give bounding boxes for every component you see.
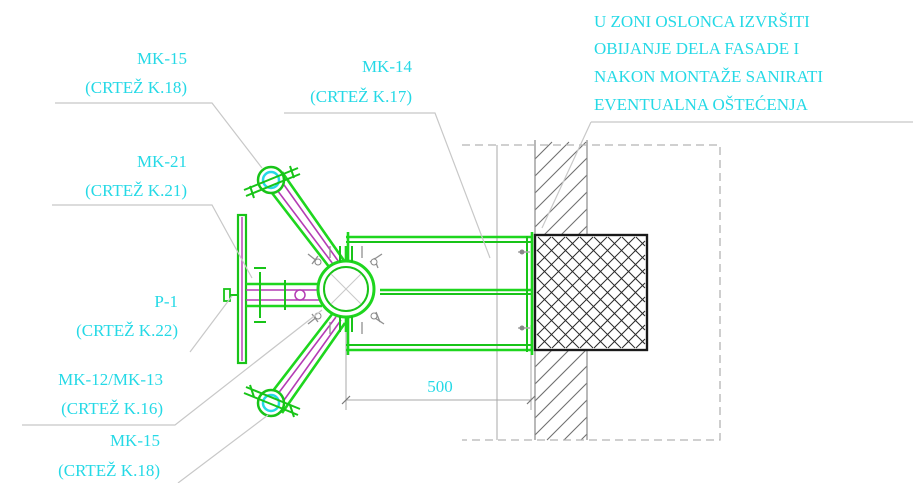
hatch-line — [536, 236, 608, 308]
hatch-line — [565, 236, 646, 317]
leader-lines — [22, 102, 913, 483]
hatch-line — [534, 141, 570, 177]
p1-leader — [189, 295, 233, 353]
p1-label: P-1 (CRTEŽ K.22) — [76, 292, 178, 340]
hatch-line — [534, 157, 588, 211]
mk14-ref: (CRTEŽ K.17) — [310, 87, 412, 106]
mk21-label: MK-21 (CRTEŽ K.21) — [85, 152, 187, 200]
hatch-line — [577, 225, 588, 236]
hatch-line — [534, 382, 588, 436]
mk12-name: MK-12/MK-13 — [58, 370, 163, 389]
mk15-top-strut — [243, 165, 347, 273]
hatch-line — [536, 333, 552, 349]
hatch-line — [593, 236, 646, 289]
mk15-top-name: MK-15 — [137, 49, 187, 68]
note-line-2: OBIJANJE DELA FASADE I — [594, 39, 799, 58]
hatch-line — [536, 236, 566, 266]
hatch-line — [621, 324, 646, 349]
mk21-name: MK-21 — [137, 152, 187, 171]
mk15-bottom-name: MK-15 — [110, 431, 160, 450]
hatch-line — [534, 349, 553, 368]
hatch-line — [536, 236, 636, 336]
hatch-line — [580, 433, 588, 441]
support-block — [533, 233, 649, 352]
p1-name: P-1 — [154, 292, 178, 311]
hatch-line — [534, 365, 588, 419]
mk15-top-leader — [55, 102, 263, 169]
hatch-line — [607, 236, 646, 275]
hatch-line — [579, 282, 646, 349]
hatch-line — [593, 296, 646, 349]
hatch-line — [534, 349, 587, 402]
hatch-line — [563, 416, 588, 441]
hatch-line — [536, 291, 594, 349]
central-joint — [307, 246, 385, 334]
hatch-line — [534, 174, 588, 228]
hatch-line — [635, 338, 646, 349]
hatch-line — [534, 141, 553, 160]
hatch-line — [536, 236, 580, 280]
mk15-bottom-label: MK-15 (CRTEŽ K.18) — [58, 431, 160, 480]
hatch-line — [536, 236, 622, 322]
mk14-leader — [284, 112, 491, 259]
hatch-line — [546, 399, 588, 441]
hatch-line — [536, 236, 594, 294]
hatch-line — [537, 236, 646, 345]
mk15-bottom-leader — [177, 414, 269, 483]
hatch-line — [534, 349, 570, 385]
mk15-top-ref: (CRTEŽ K.18) — [85, 78, 187, 97]
note-label: U ZONI OSLONCA IZVRŠITI OBIJANJE DELA FA… — [594, 12, 823, 114]
mk14-beam — [346, 232, 534, 355]
hatch-line — [560, 208, 588, 236]
hatch-line — [621, 236, 646, 261]
hatch-line — [551, 236, 646, 331]
hatch-line — [635, 236, 646, 247]
mk15-bottom-ref: (CRTEŽ K.18) — [58, 461, 160, 480]
mk21-ref: (CRTEŽ K.21) — [85, 181, 187, 200]
note-line-1: U ZONI OSLONCA IZVRŠITI — [594, 12, 810, 31]
support-block-hatch — [536, 236, 646, 349]
hatch-line — [579, 236, 646, 303]
hatch-line — [536, 277, 608, 349]
mk15-top-label: MK-15 (CRTEŽ K.18) — [85, 49, 187, 97]
p1-post — [223, 213, 322, 365]
dimension-500: 500 — [341, 325, 536, 410]
mk14-label: MK-14 (CRTEŽ K.17) — [310, 57, 412, 106]
wall-hatch-bottom — [534, 349, 588, 441]
hatch-line — [543, 191, 588, 236]
note-line-4: EVENTUALNA OŠTEĆENJA — [594, 95, 809, 114]
demolition-zone — [462, 144, 721, 441]
mk12-leader — [22, 309, 323, 426]
hatch-line — [536, 319, 566, 349]
mk14-name: MK-14 — [362, 57, 413, 76]
hatch-line — [537, 240, 646, 349]
mk12-label: MK-12/MK-13 (CRTEŽ K.16) — [58, 370, 163, 418]
note-line-3: NAKON MONTAŽE SANIRATI — [594, 67, 823, 86]
hatch-line — [551, 254, 646, 349]
mk21-leader — [52, 204, 253, 279]
wall-hatch-top — [534, 141, 588, 236]
hatch-line — [536, 305, 580, 349]
demolition-zone-outline — [462, 144, 721, 441]
p1-ref: (CRTEŽ K.22) — [76, 321, 178, 340]
dimension-value: 500 — [427, 377, 453, 396]
hatch-line — [536, 263, 622, 349]
hatch-line — [536, 249, 636, 349]
hatch-line — [536, 236, 552, 252]
mk12-ref: (CRTEŽ K.16) — [61, 399, 163, 418]
note-leader — [541, 121, 592, 229]
mk15-bottom-strut — [243, 312, 347, 418]
